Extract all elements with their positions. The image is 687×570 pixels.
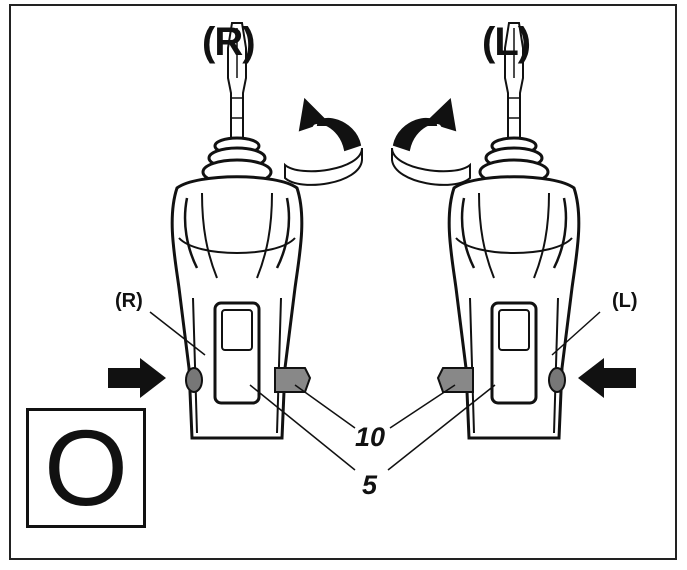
switch-mark-right: (L) bbox=[612, 290, 638, 312]
push-arrow-icon bbox=[108, 358, 166, 398]
rotation-label-right: (L) bbox=[482, 20, 531, 64]
switch-left-pressed bbox=[185, 367, 203, 393]
part-number-5: 5 bbox=[362, 470, 378, 500]
mode-panel: O bbox=[26, 408, 146, 528]
part-number-10: 10 bbox=[355, 422, 386, 452]
switch-mark-left: (R) bbox=[115, 290, 143, 312]
rotation-label-left: (R) bbox=[202, 20, 256, 64]
arrow-ccw-icon bbox=[284, 147, 363, 186]
arrow-cw-icon bbox=[391, 147, 471, 186]
mode-panel-letter: O bbox=[43, 407, 128, 528]
push-arrow-icon bbox=[578, 358, 636, 398]
switch-left-tab bbox=[274, 367, 312, 393]
switch-right-pressed bbox=[548, 367, 566, 393]
switch-right-tab bbox=[436, 367, 474, 393]
